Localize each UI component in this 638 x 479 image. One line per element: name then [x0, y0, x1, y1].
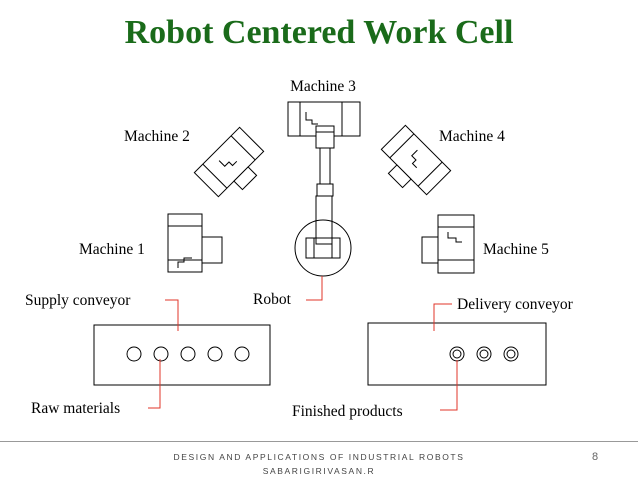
- robot-base: [294, 219, 352, 277]
- page-number: 8: [592, 451, 599, 463]
- label-supply-conveyor: Supply conveyor: [25, 292, 131, 309]
- machine-2: [193, 126, 265, 198]
- label-machine-4: Machine 4: [439, 128, 505, 145]
- label-finished-products: Finished products: [292, 403, 403, 420]
- label-machine-2: Machine 2: [124, 128, 190, 145]
- label-raw-materials: Raw materials: [31, 400, 120, 417]
- label-robot: Robot: [253, 291, 292, 308]
- footer-course-title: DESIGN AND APPLICATIONS OF INDUSTRIAL RO…: [173, 452, 465, 462]
- label-delivery-conveyor: Delivery conveyor: [457, 296, 574, 313]
- footer-author: SABARIGIRIVASAN.R: [262, 466, 376, 476]
- label-machine-3: Machine 3: [290, 78, 356, 95]
- robot-leader: [306, 276, 323, 301]
- footer: DESIGN AND APPLICATIONS OF INDUSTRIAL RO…: [0, 450, 638, 478]
- supply-conveyor-leader: [165, 299, 179, 331]
- footer-divider: [0, 441, 638, 442]
- supply-conveyor: [93, 324, 271, 386]
- leader-lines: [148, 276, 458, 411]
- label-machine-5: Machine 5: [483, 241, 549, 258]
- label-machine-1: Machine 1: [79, 241, 145, 258]
- finished-products-leader: [440, 360, 458, 411]
- raw-materials-leader: [148, 359, 161, 409]
- delivery-conveyor-leader: [433, 303, 452, 331]
- page-title: Robot Centered Work Cell: [124, 14, 514, 51]
- machine-5: [421, 214, 475, 274]
- robot-arm: [315, 125, 335, 245]
- machine-4: [380, 124, 452, 196]
- machine-1: [167, 213, 223, 273]
